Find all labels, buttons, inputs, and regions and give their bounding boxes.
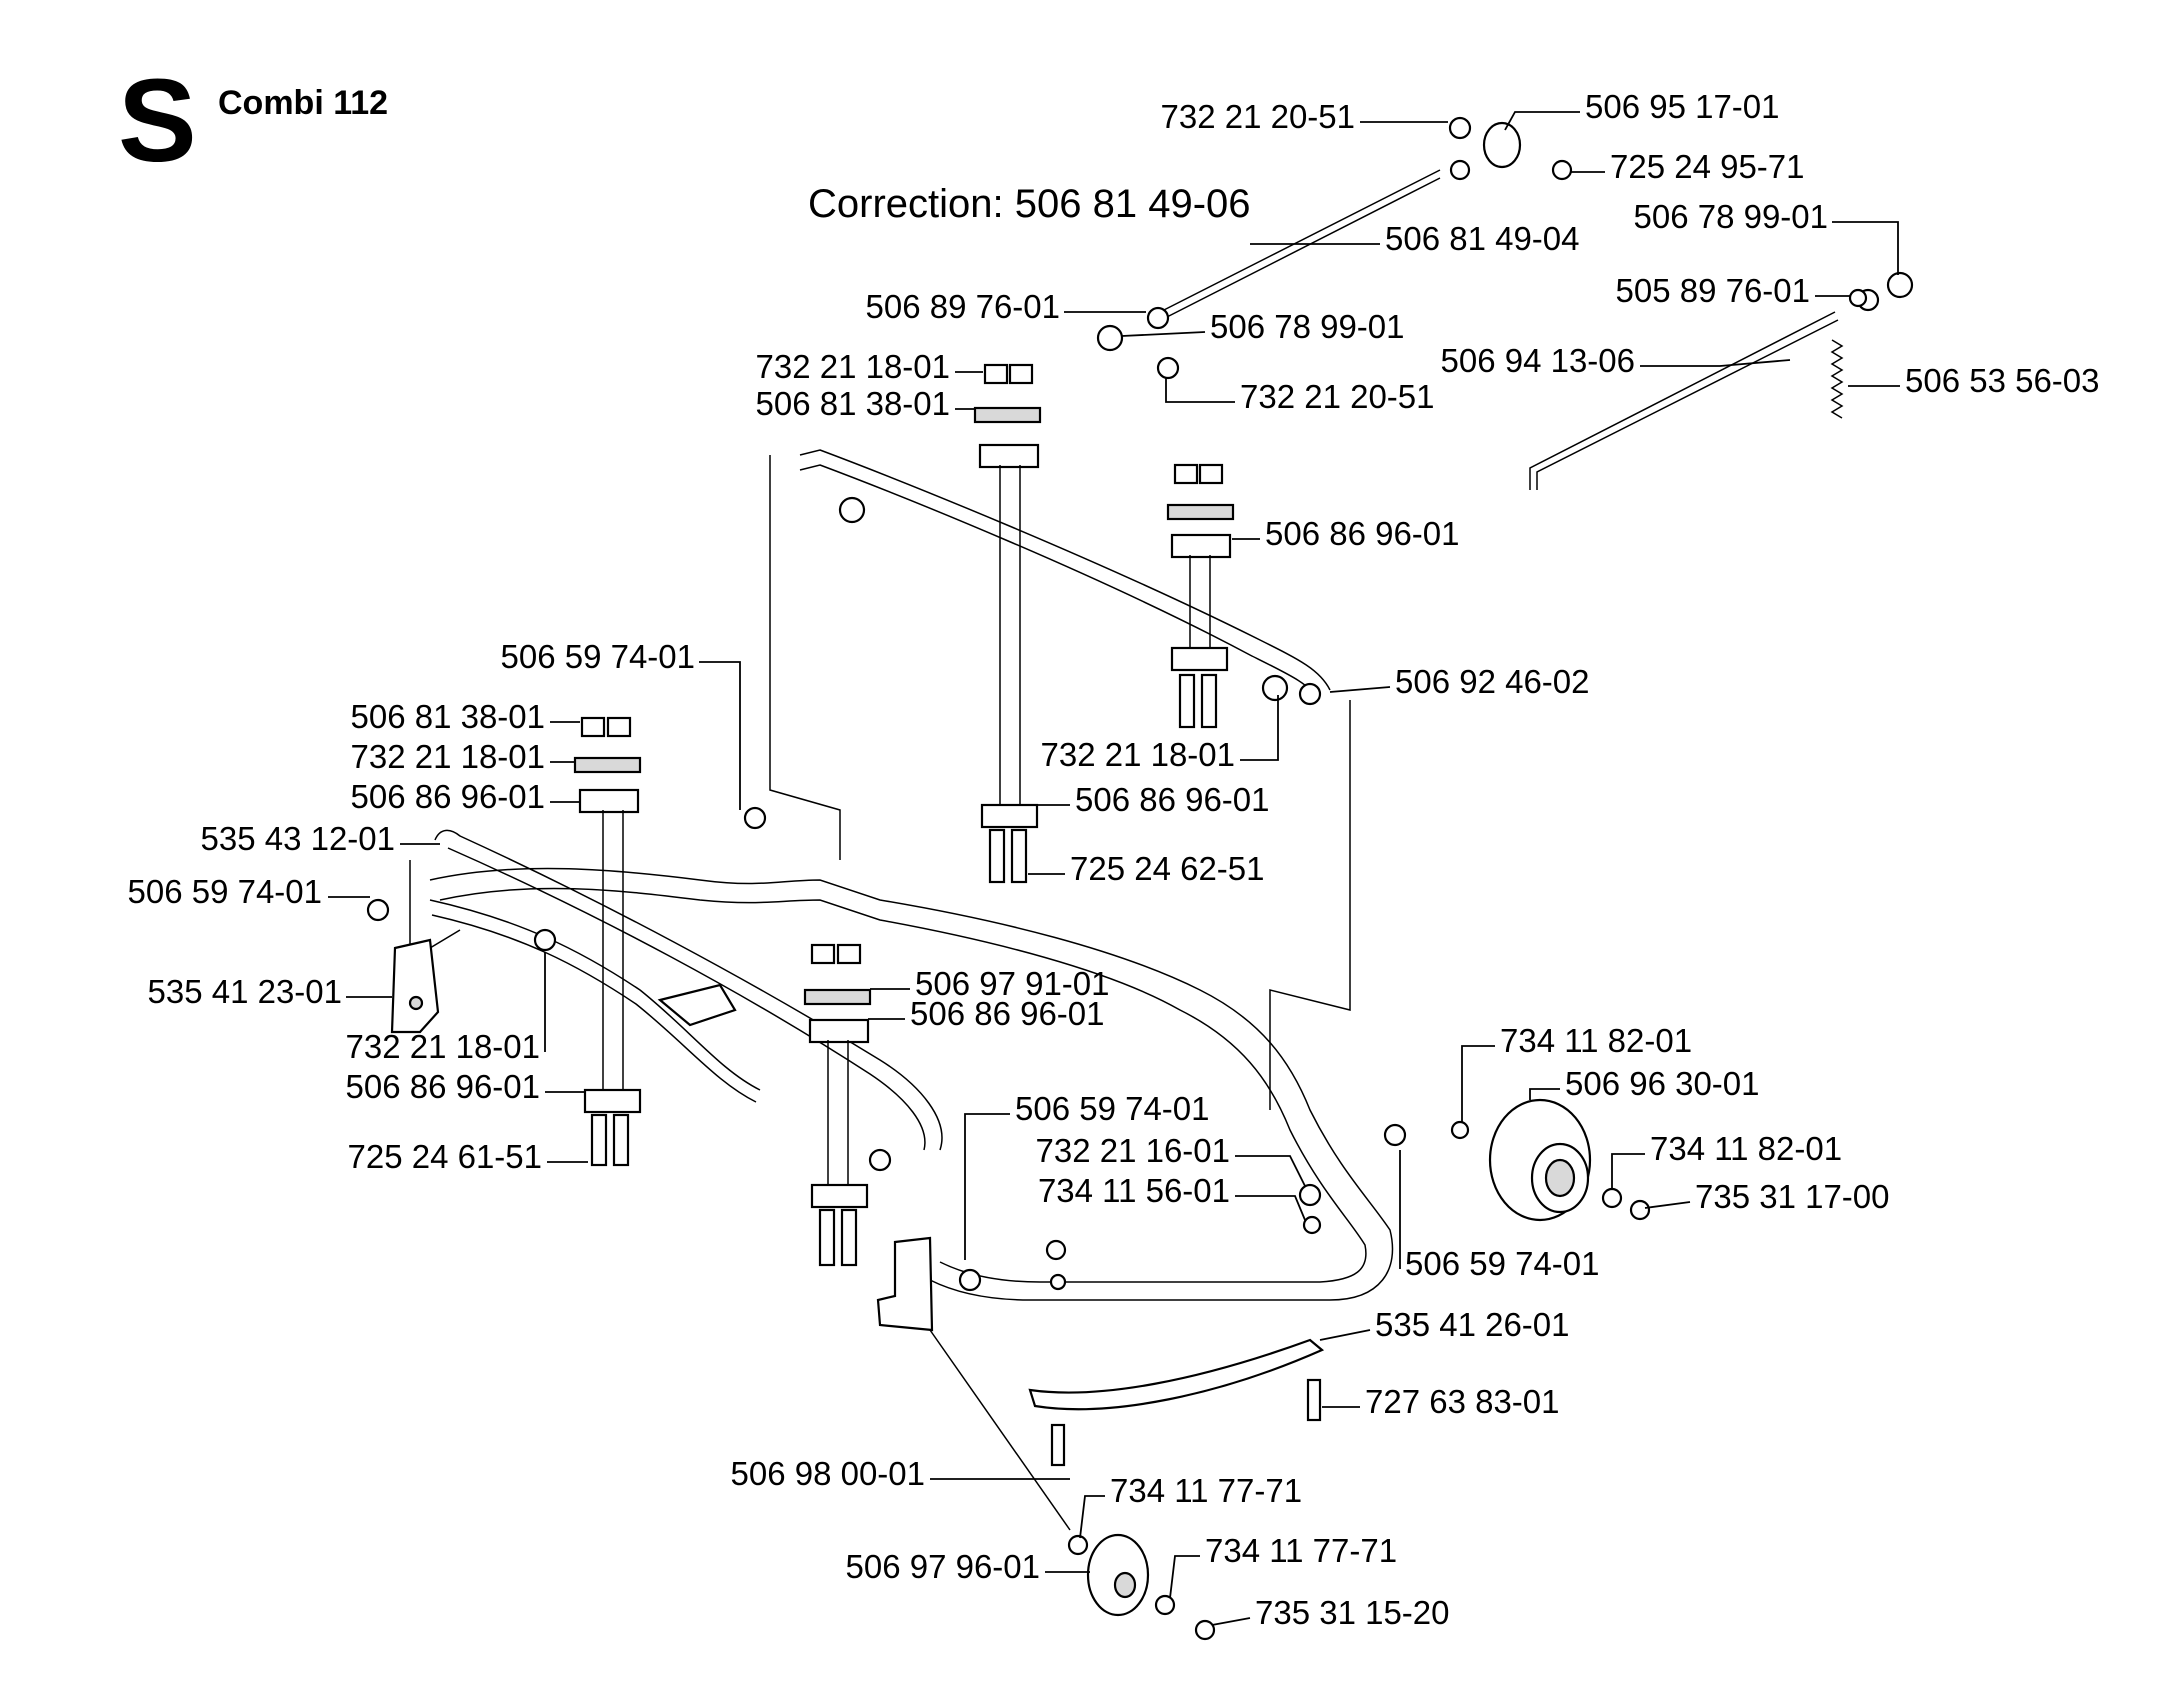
part-number-label: 506 86 96-01 xyxy=(1075,781,1270,818)
part-number-label: 506 95 17-01 xyxy=(1585,88,1780,125)
leader-line xyxy=(1235,1195,1306,1221)
leader-line xyxy=(1211,1617,1251,1626)
leader-line xyxy=(1644,1201,1691,1209)
part-number-label: 732 21 18-01 xyxy=(755,348,950,385)
part-number-label: 506 59 74-01 xyxy=(127,873,322,910)
part-number-label: 506 97 96-01 xyxy=(845,1548,1040,1585)
correction-note: Correction: 506 81 49-06 xyxy=(808,182,1251,226)
frame-drawing xyxy=(366,116,1914,1641)
part-number-label: 506 89 76-01 xyxy=(865,288,1060,325)
part-number-label: 732 21 20-51 xyxy=(1240,378,1435,415)
part-number-label: 734 11 77-71 xyxy=(1110,1472,1302,1509)
leader-line xyxy=(699,661,741,810)
part-number-label: 506 78 99-01 xyxy=(1210,308,1405,345)
part-number-label: 732 21 16-01 xyxy=(1035,1132,1230,1169)
leader-line xyxy=(1611,1153,1645,1190)
part-number-label: 506 81 38-01 xyxy=(350,698,545,735)
part-number-label: 535 43 12-01 xyxy=(200,820,395,857)
section-letter: S xyxy=(118,55,197,187)
part-number-label: 735 31 15-20 xyxy=(1255,1594,1450,1631)
part-number-label: 732 21 18-01 xyxy=(345,1028,540,1065)
part-number-label: 506 59 74-01 xyxy=(500,638,695,675)
part-number-label: 506 59 74-01 xyxy=(1015,1090,1210,1127)
leader-line xyxy=(1504,111,1580,131)
part-number-label: 506 97 91-01 xyxy=(915,965,1110,1002)
part-number-label: 506 94 13-06 xyxy=(1440,342,1635,379)
part-number-label: 506 53 56-03 xyxy=(1905,362,2100,399)
part-number-label: 506 98 00-01 xyxy=(730,1455,925,1492)
part-number-label: 735 31 17-00 xyxy=(1695,1178,1890,1215)
part-number-label: 506 78 99-01 xyxy=(1633,198,1828,235)
part-number-label: 727 63 83-01 xyxy=(1365,1383,1560,1420)
leader-line xyxy=(1169,1555,1200,1599)
leader-line xyxy=(1079,1495,1105,1539)
part-number-label: 734 11 82-01 xyxy=(1650,1130,1842,1167)
part-number-label: 506 86 96-01 xyxy=(350,778,545,815)
leader-line xyxy=(1461,1045,1495,1122)
leader-line xyxy=(1240,695,1279,761)
part-number-label: 535 41 26-01 xyxy=(1375,1306,1570,1343)
leader-line xyxy=(1832,221,1899,275)
part-number-label: 732 21 18-01 xyxy=(1040,736,1235,773)
part-number-label: 734 11 82-01 xyxy=(1500,1022,1692,1059)
part-number-label: 506 86 96-01 xyxy=(1265,515,1460,552)
part-number-label: 725 24 95-71 xyxy=(1610,148,1805,185)
part-labels: 732 21 20-51 506 95 17-01 725 24 95-71 506 … xyxy=(127,88,2099,1631)
part-number-label: 535 41 23-01 xyxy=(147,973,342,1010)
leader-line xyxy=(964,1113,1010,1260)
leader-line xyxy=(1529,1088,1560,1100)
part-number-label: 506 59 74-01 xyxy=(1405,1245,1600,1282)
model-name: Combi 112 xyxy=(218,84,389,122)
leader-line xyxy=(1235,1155,1306,1187)
leader-line xyxy=(1329,686,1391,693)
leader-line xyxy=(1319,1329,1371,1341)
part-number-label: 506 81 38-01 xyxy=(755,385,950,422)
leader-line xyxy=(1640,359,1791,367)
part-number-label: 734 11 77-71 xyxy=(1205,1532,1397,1569)
part-number-label: 506 92 46-02 xyxy=(1395,663,1590,700)
part-number-label: 732 21 20-51 xyxy=(1160,98,1355,135)
part-number-label: 506 81 49-04 xyxy=(1385,220,1580,257)
leader-line xyxy=(1121,331,1206,337)
part-number-label: 732 21 18-01 xyxy=(350,738,545,775)
part-number-label: 506 96 30-01 xyxy=(1565,1065,1760,1102)
part-number-label: 505 89 76-01 xyxy=(1615,272,1810,309)
part-number-label: 506 86 96-01 xyxy=(345,1068,540,1105)
part-number-label: 725 24 62-51 xyxy=(1070,850,1265,887)
part-number-label: 506 86 96-01 xyxy=(910,995,1105,1032)
part-number-label: 734 11 56-01 xyxy=(1038,1172,1230,1209)
part-number-label: 725 24 61-51 xyxy=(347,1138,542,1175)
leader-line xyxy=(1165,378,1235,403)
